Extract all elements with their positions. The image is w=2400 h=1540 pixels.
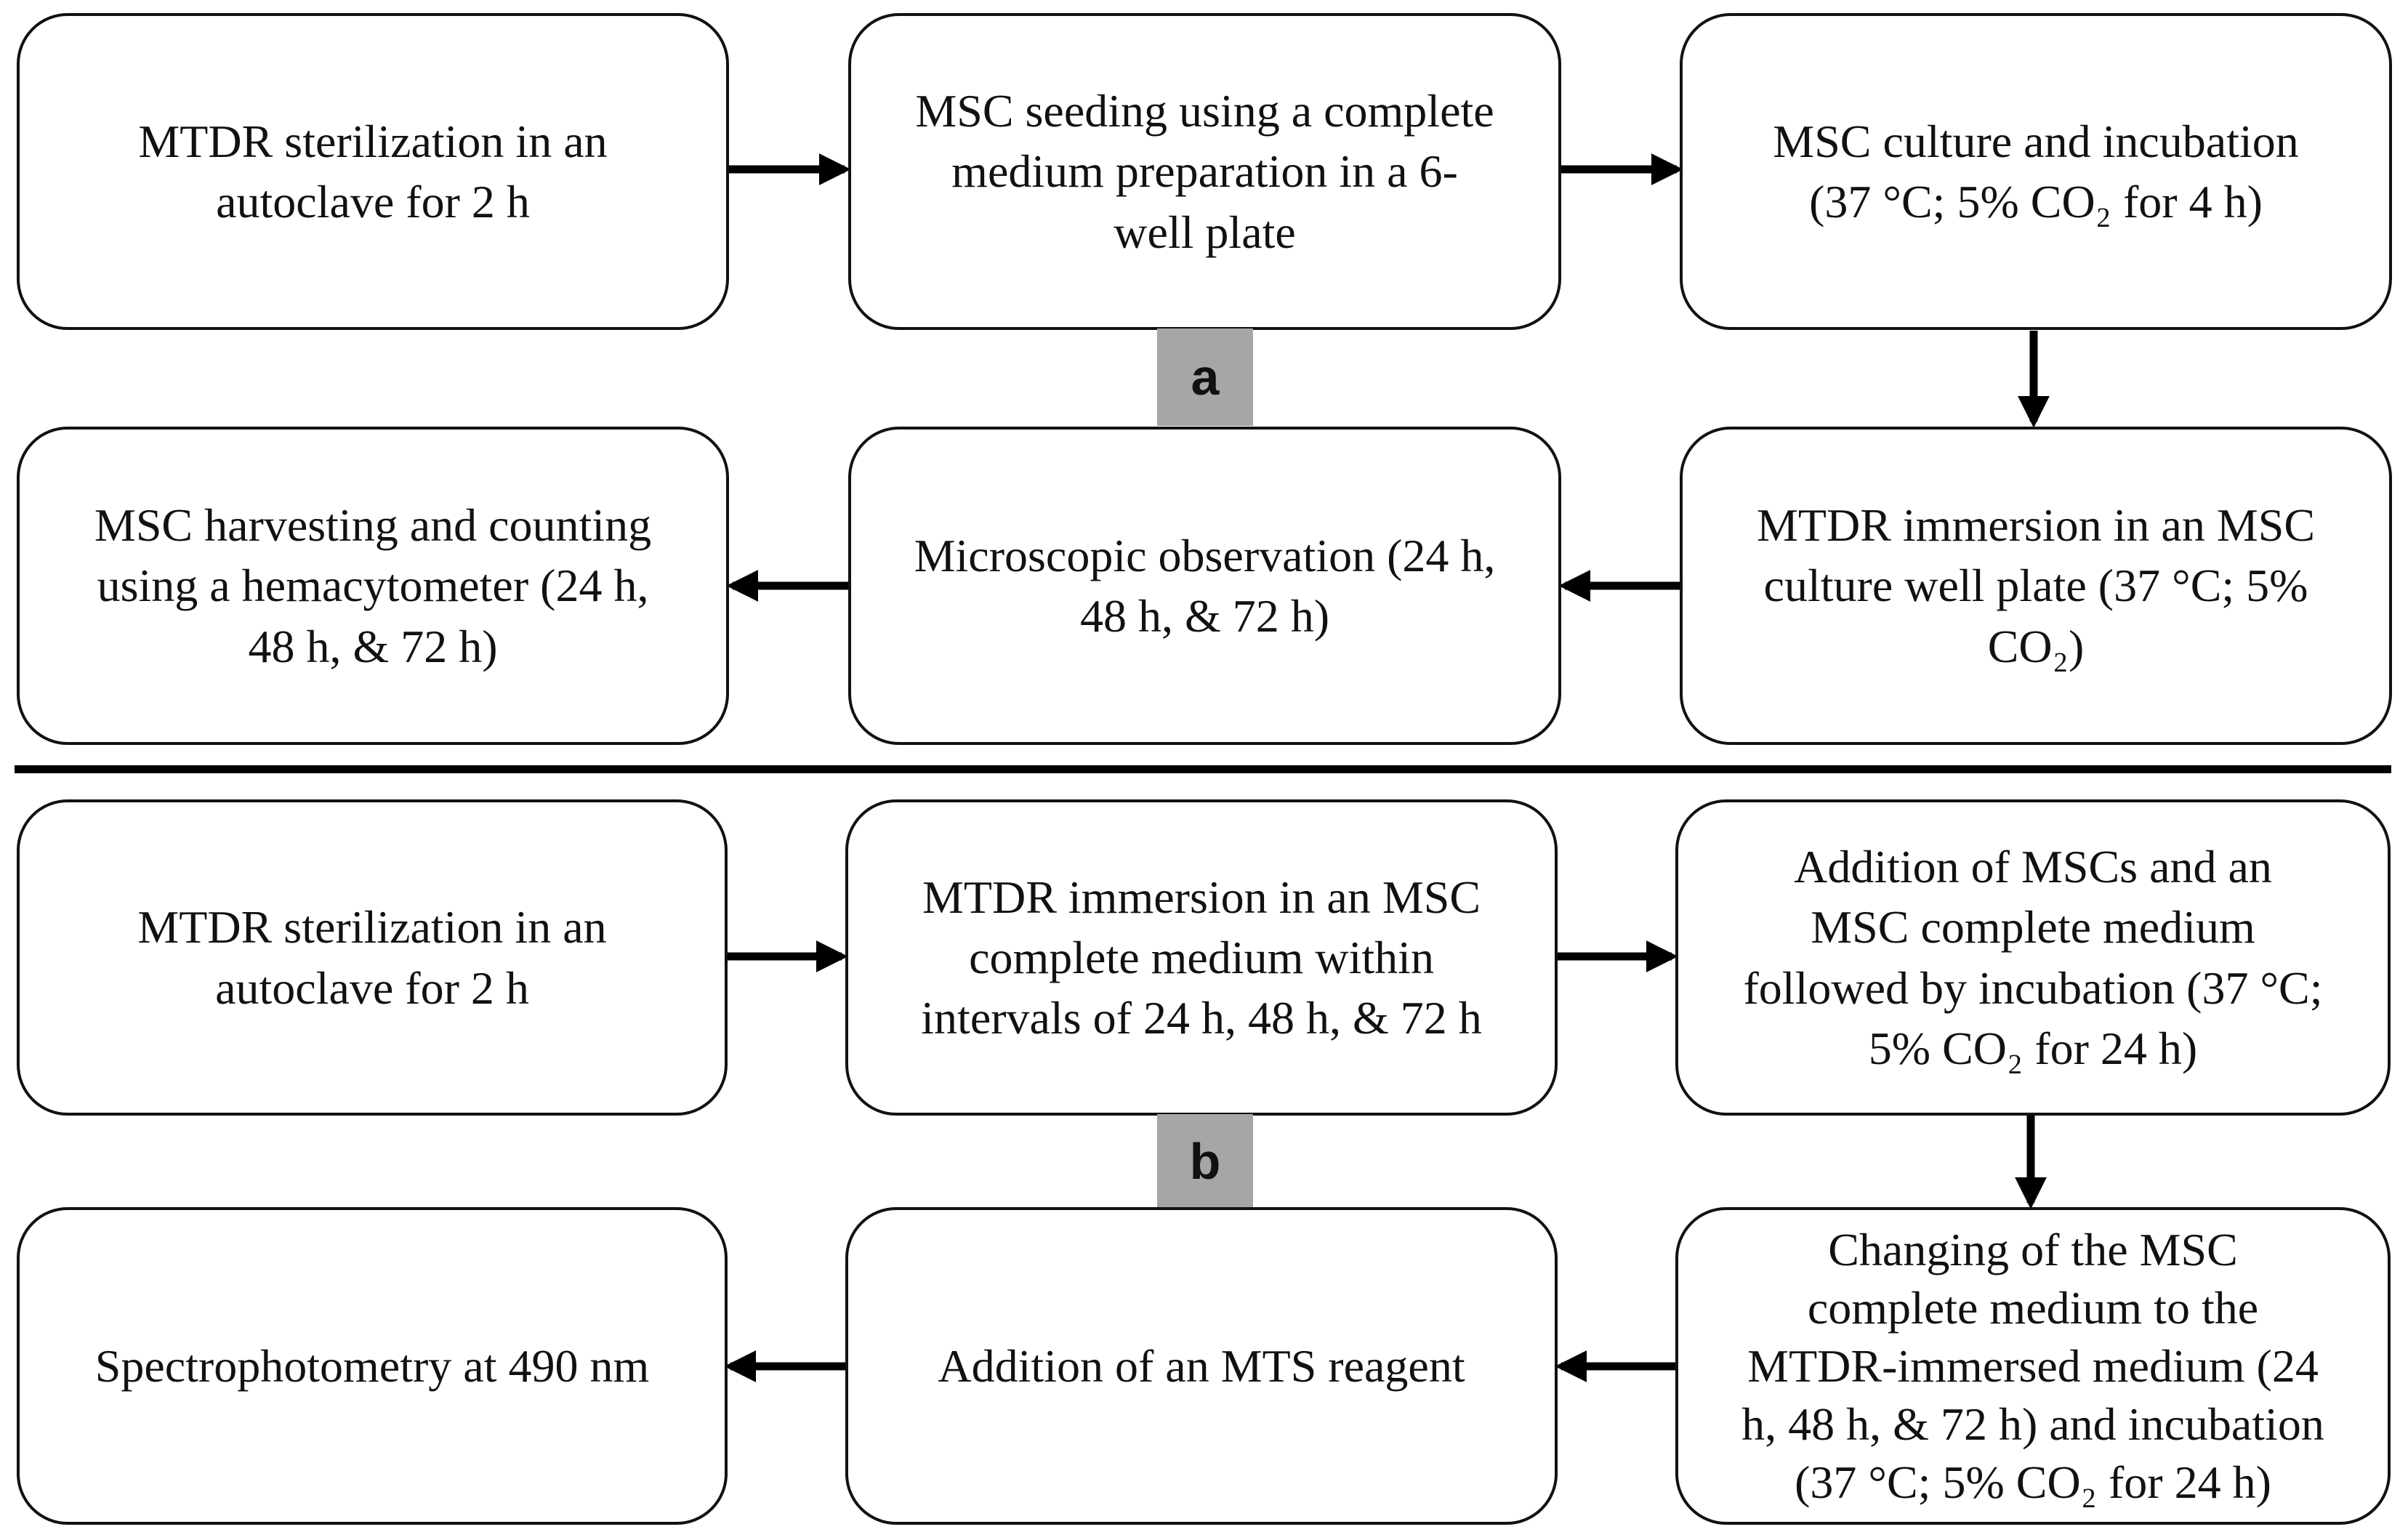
step-b1-line1: MTDR sterilization in an xyxy=(137,901,607,954)
step-b6-box: Spectrophotometry at 490 nm xyxy=(17,1207,728,1525)
step-b5-box: Addition of an MTS reagent xyxy=(845,1207,1558,1525)
step-b1-line2: autoclave for 2 h xyxy=(215,962,529,1014)
step-b4-line2: complete medium to the xyxy=(1807,1281,2259,1334)
step-a5-line1: Microscopic observation (24 h, xyxy=(914,529,1496,581)
step-b1-box: MTDR sterilization in an autoclave for 2… xyxy=(17,799,728,1116)
step-b3-line3: followed by incubation (37 °C; xyxy=(1743,962,2323,1014)
step-a3-line1: MSC culture and incubation xyxy=(1773,115,2299,167)
step-b3-line2: MSC complete medium xyxy=(1811,901,2255,954)
step-b2-box: MTDR immersion in an MSC complete medium… xyxy=(845,799,1558,1116)
step-b6-line1: Spectrophotometry at 490 nm xyxy=(94,1339,650,1392)
step-a6-line1: MSC harvesting and counting xyxy=(94,499,652,552)
step-a6-box: MSC harvesting and counting using a hema… xyxy=(17,427,729,745)
step-a4-line2: culture well plate (37 °C; 5% xyxy=(1763,560,2308,612)
panel-label-a: a xyxy=(1157,328,1253,426)
step-b3-line4: 5% CO₂ for 24 h) xyxy=(1868,1022,2198,1074)
step-b5-line1: Addition of an MTS reagent xyxy=(938,1339,1465,1392)
step-a6-line2: using a hemacytometer (24 h, xyxy=(97,560,649,612)
step-a1-line1: MTDR sterilization in an xyxy=(138,115,608,167)
step-b2-line1: MTDR immersion in an MSC xyxy=(922,871,1481,923)
step-a6-line3: 48 h, & 72 h) xyxy=(248,620,498,672)
step-a4-line3: CO₂) xyxy=(1987,620,2085,672)
step-b3-line1: Addition of MSCs and an xyxy=(1794,841,2272,893)
step-b3-box: Addition of MSCs and an MSC complete med… xyxy=(1675,799,2391,1116)
step-a5-box: Microscopic observation (24 h, 48 h, & 7… xyxy=(848,427,1561,745)
step-a3-box: MSC culture and incubation (37 °C; 5% CO… xyxy=(1680,13,2392,330)
step-b2-line3: intervals of 24 h, 48 h, & 72 h xyxy=(921,992,1482,1044)
step-a5-line2: 48 h, & 72 h) xyxy=(1079,590,1330,642)
panel-label-b: b xyxy=(1157,1114,1253,1209)
step-b4-line5: (37 °C; 5% CO₂ for 24 h) xyxy=(1795,1456,2271,1508)
step-a2-line2: medium preparation in a 6- xyxy=(951,145,1458,198)
step-a4-box: MTDR immersion in an MSC culture well pl… xyxy=(1680,427,2392,745)
panel-divider xyxy=(15,765,2391,773)
step-a2-line1: MSC seeding using a complete xyxy=(915,85,1494,137)
step-a1-box: MTDR sterilization in an autoclave for 2… xyxy=(17,13,729,330)
step-a1-line2: autoclave for 2 h xyxy=(216,176,530,227)
step-b4-line4: h, 48 h, & 72 h) and incubation xyxy=(1741,1398,2324,1450)
step-a3-line2: (37 °C; 5% CO₂ for 4 h) xyxy=(1809,176,2263,227)
step-b2-line2: complete medium within xyxy=(969,931,1434,983)
step-b4-line1: Changing of the MSC xyxy=(1828,1223,2238,1275)
step-b4-line3: MTDR-immersed medium (24 xyxy=(1747,1339,2319,1392)
step-b4-box: Changing of the MSC complete medium to t… xyxy=(1675,1207,2391,1525)
step-a4-line1: MTDR immersion in an MSC xyxy=(1756,499,2316,552)
step-a2-line3: well plate xyxy=(1114,206,1296,258)
step-a2-box: MSC seeding using a complete medium prep… xyxy=(848,13,1561,330)
